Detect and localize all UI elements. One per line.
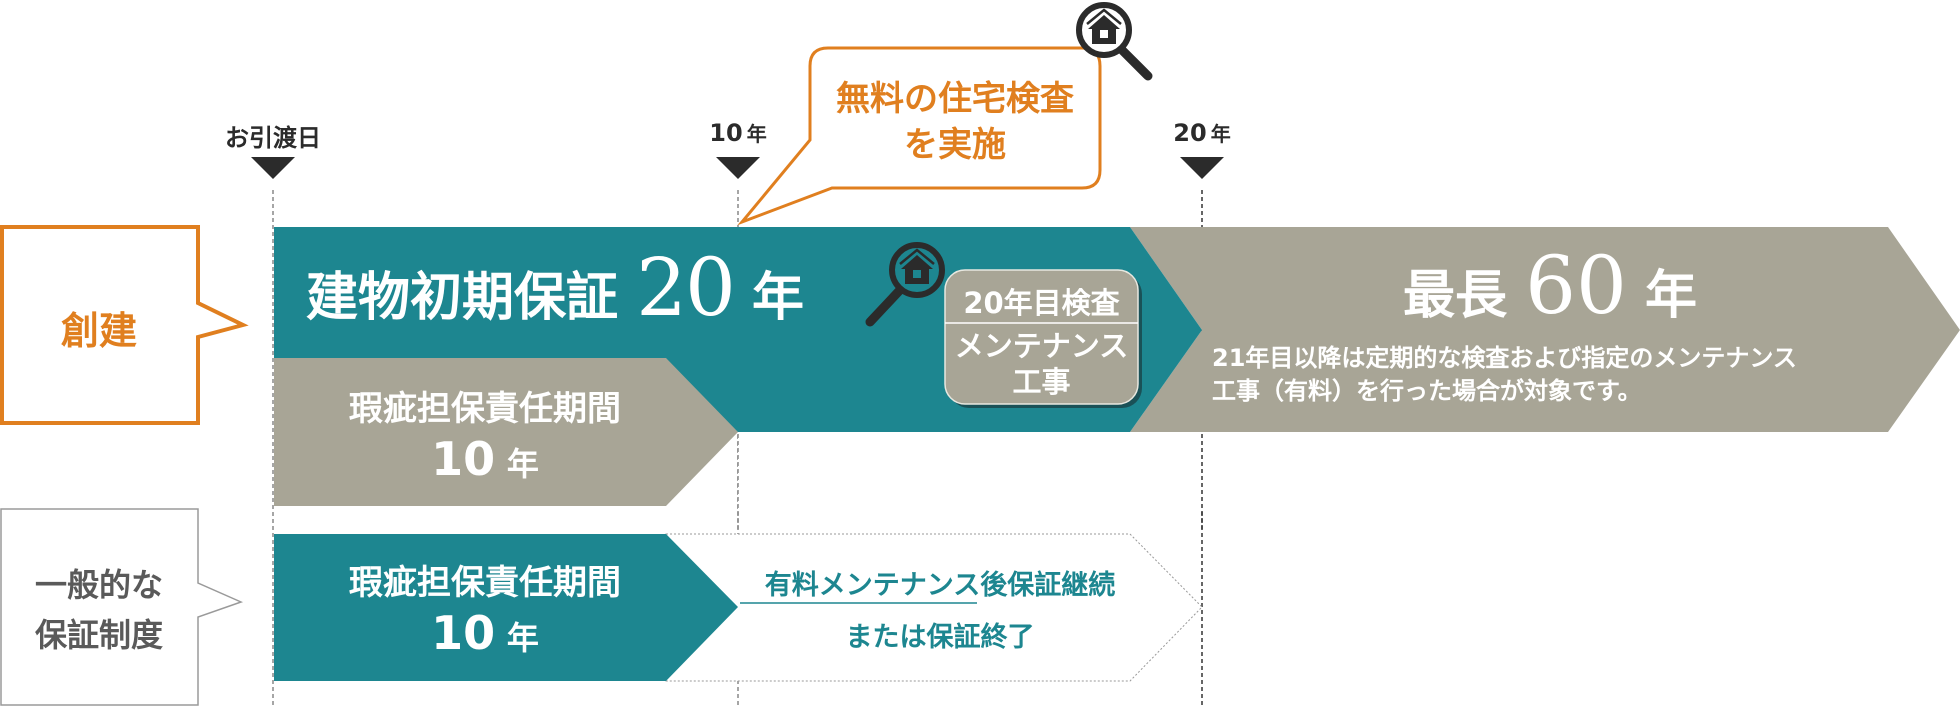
extension-note: 21年目以降は定期的な検査および指定のメンテナンス 工事（有料）を行った場合が対…	[1212, 342, 1892, 408]
marker-number: 10	[709, 119, 743, 147]
house-magnifier-icon	[865, 242, 945, 327]
initial-warranty-label: 建物初期保証	[306, 268, 619, 328]
marker-handover-label: お引渡日	[203, 118, 343, 153]
callout-text: 無料の住宅検査 を実施	[810, 76, 1100, 168]
callout-line1: 無料の住宅検査	[836, 79, 1074, 119]
defect-liability-10y-bar	[274, 358, 738, 506]
initial-warranty-title: 建物初期保証 20 年	[306, 248, 804, 338]
marker-number: 20	[1173, 119, 1207, 147]
sokken-label: 創建	[60, 309, 137, 353]
continuation-outline-arrow	[665, 533, 1203, 682]
inspection-box-bottom-text: メンテナンス 工事	[945, 328, 1138, 400]
general-label-box	[0, 508, 244, 706]
continuation-text: 有料メンテナンス後保証継続 または保証終了	[720, 560, 1160, 664]
initial-warranty-unit: 年	[752, 268, 805, 328]
extension-60y-bar	[1130, 227, 1960, 432]
general-label-line1: 一般的な	[34, 566, 163, 604]
extension-title: 最長 60 年	[1200, 246, 1900, 336]
construction-label: 工事	[1012, 365, 1071, 399]
inspection-box-top-text: 20年目検査	[963, 286, 1120, 320]
continuation-line1: 有料メンテナンス後保証継続	[764, 570, 1116, 601]
general-defect-liability-unit: 年	[506, 619, 539, 657]
general-defect-liability-text: 瑕疵担保責任期間 10 年	[290, 558, 680, 663]
marker-text: お引渡日	[225, 124, 321, 152]
house-magnifier-icon	[1076, 2, 1153, 81]
maintenance-label: メンテナンス	[954, 329, 1129, 363]
initial-warranty-years: 20	[636, 241, 736, 334]
marker-unit: 年	[746, 122, 767, 146]
callout-line2: を実施	[904, 125, 1006, 165]
general-label-line2: 保証制度	[34, 616, 163, 654]
defect-liability-unit: 年	[506, 445, 539, 483]
sokken-label-box	[0, 225, 249, 425]
extension-note-line2: 工事（有料）を行った場合が対象です。	[1212, 377, 1642, 405]
extension-unit: 年	[1645, 266, 1698, 326]
extension-prefix: 最長	[1402, 266, 1507, 326]
continuation-line2: または保証終了	[845, 622, 1035, 653]
marker-triangle-icon	[1180, 157, 1224, 179]
marker-triangle-icon	[716, 157, 760, 179]
defect-liability-years: 10	[431, 432, 496, 486]
defect-liability-label: 瑕疵担保責任期間	[349, 389, 621, 429]
general-defect-liability-years: 10	[431, 606, 496, 660]
general-defect-liability-label: 瑕疵担保責任期間	[349, 563, 621, 603]
extension-years: 60	[1525, 239, 1627, 332]
general-defect-liability-bar	[274, 534, 738, 681]
defect-liability-text: 瑕疵担保責任期間 10 年	[290, 384, 680, 489]
general-label: 一般的な 保証制度	[0, 560, 198, 660]
inspection-box	[944, 269, 1139, 405]
marker-unit: 年	[1210, 122, 1231, 146]
extension-note-line1: 21年目以降は定期的な検査および指定のメンテナンス	[1212, 344, 1797, 372]
marker-triangle-icon	[251, 157, 295, 179]
